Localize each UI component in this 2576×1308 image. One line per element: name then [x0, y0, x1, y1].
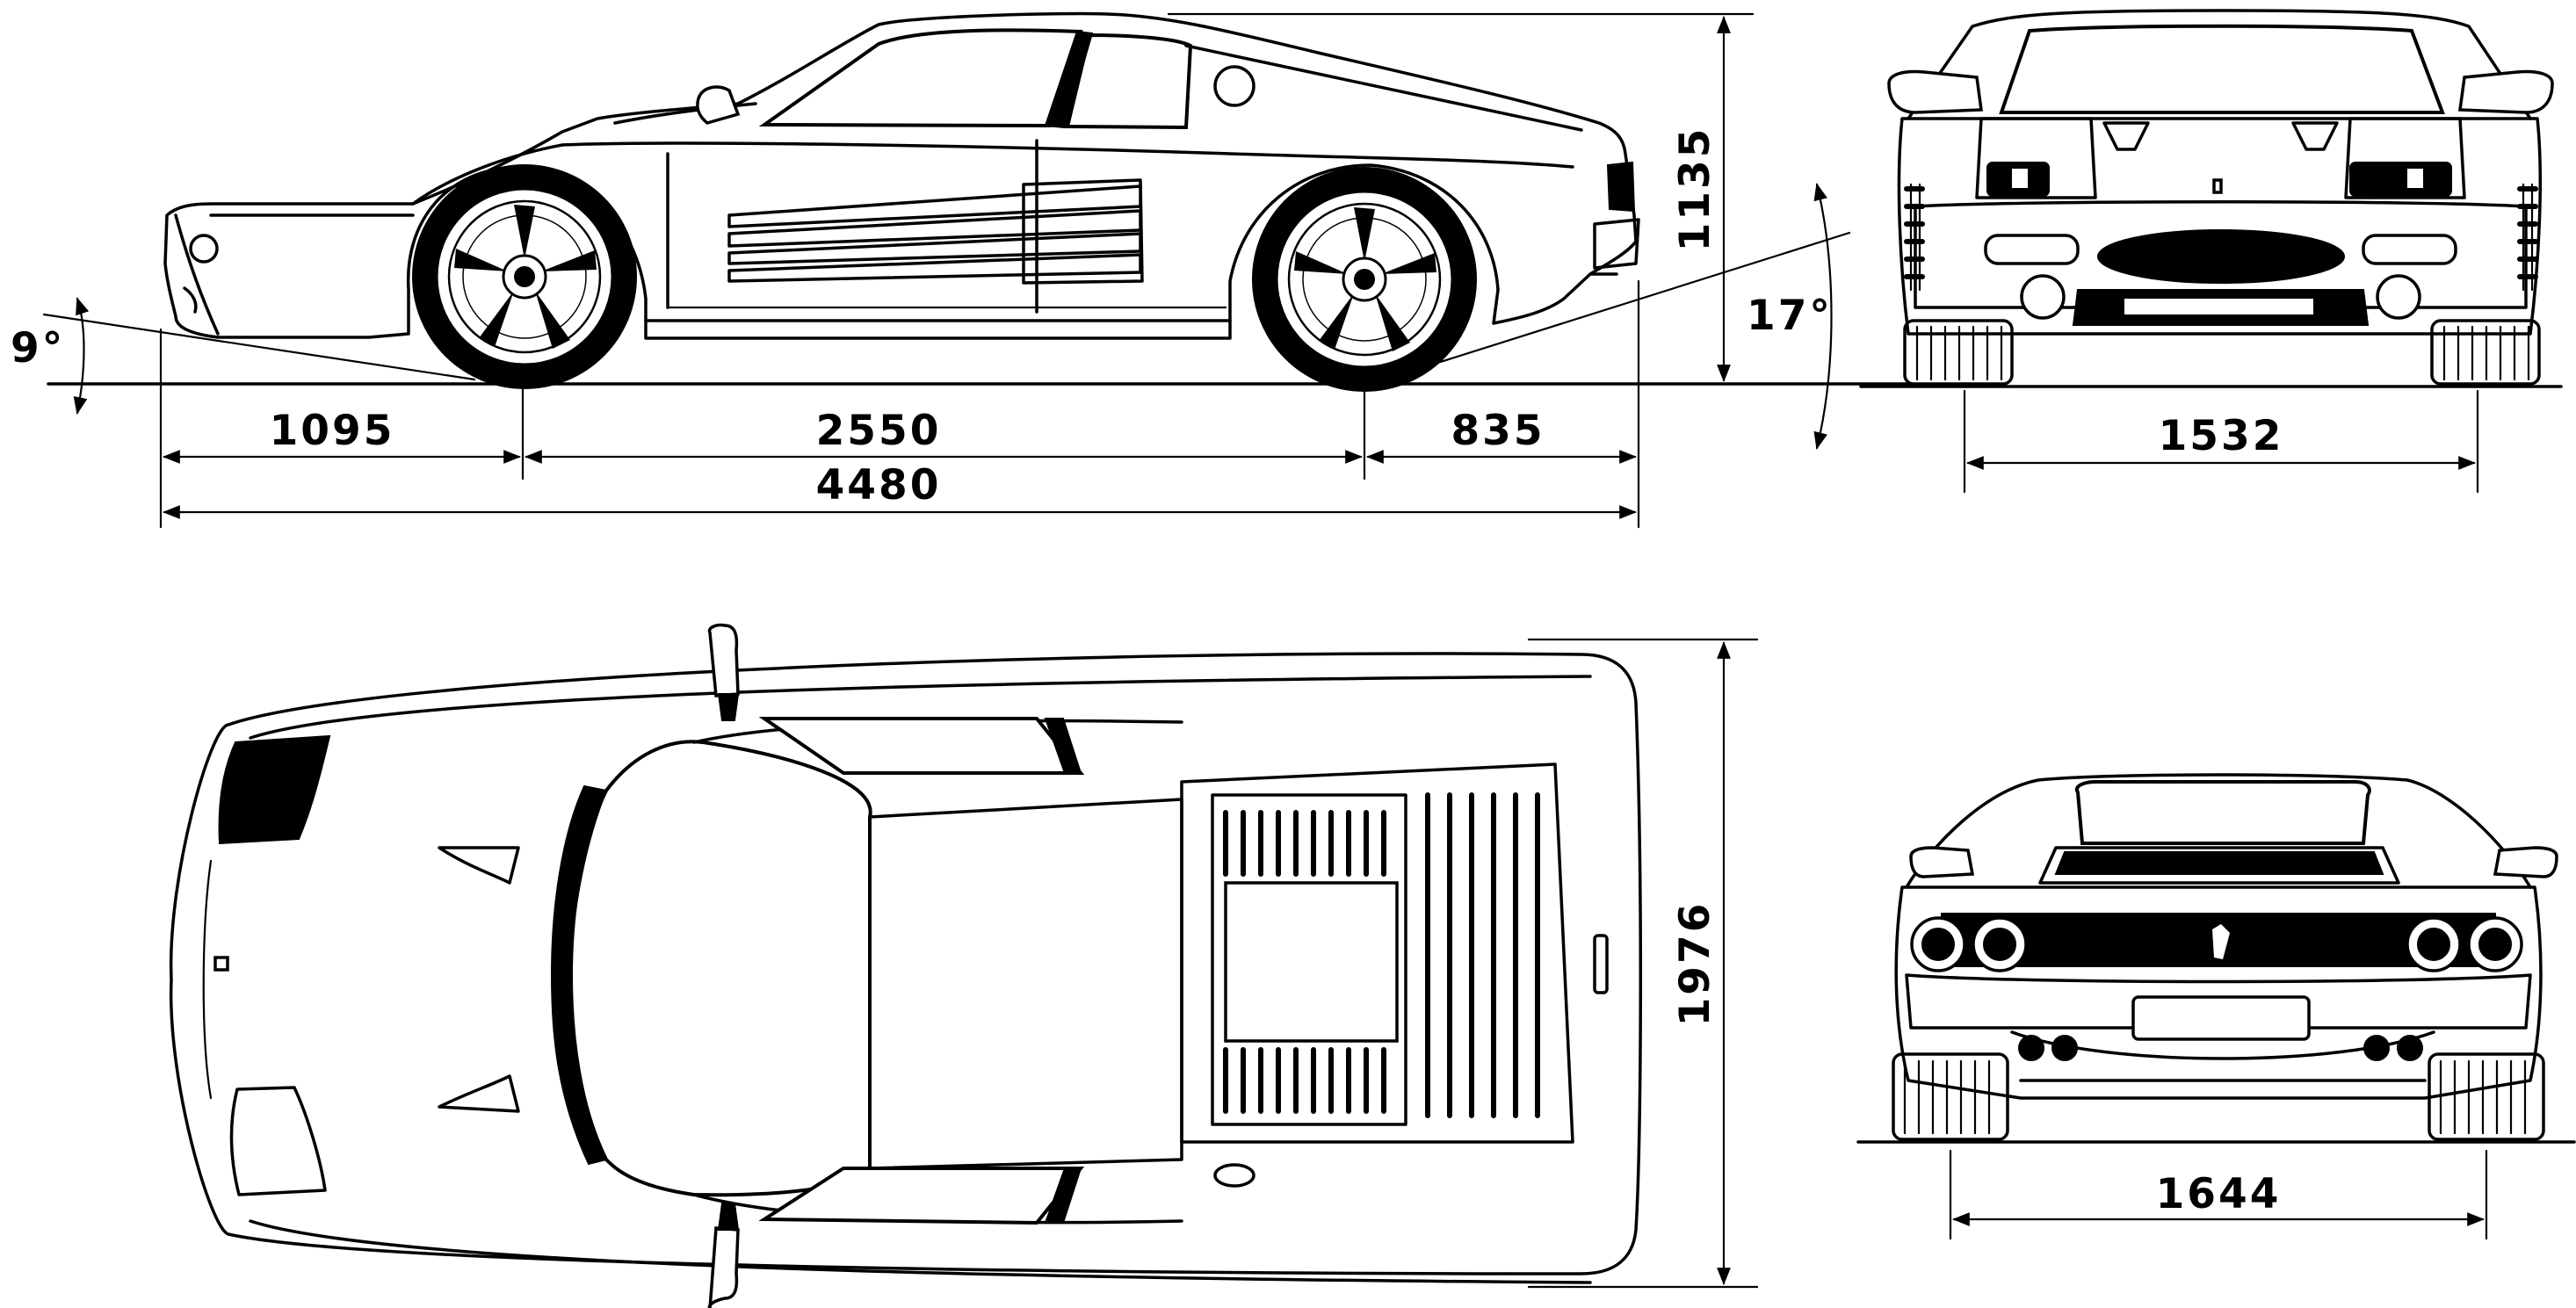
rear-tires [1892, 1052, 2545, 1141]
side-strakes [727, 178, 1144, 285]
side-view [42, 11, 1974, 394]
front-track-label: 1532 [2159, 412, 2284, 460]
front-overhang-label: 1095 [270, 407, 395, 455]
front-tires [1903, 319, 2541, 386]
engine-cover-slats [1223, 792, 1540, 1118]
rear-view [1856, 773, 2576, 1144]
height-label: 1135 [1671, 126, 1719, 252]
approach-angle-label: 9° [11, 324, 65, 372]
front-dimensions: 1532 [1963, 389, 2479, 494]
rear-dimensions: 1644 [1949, 1149, 2488, 1240]
length-label: 4480 [816, 461, 942, 509]
departure-angle-label: 17° [1747, 292, 1833, 340]
top-dimensions: 1976 [1527, 638, 1759, 1289]
rear-track-label: 1644 [2156, 1170, 2282, 1218]
rear-overhang-label: 835 [1451, 407, 1545, 455]
front-view [1859, 9, 2563, 388]
side-dimensions: 1095 2550 835 4480 1135 9° 17° [11, 12, 1833, 529]
wheelbase-label: 2550 [816, 407, 942, 455]
width-label: 1976 [1671, 901, 1719, 1027]
top-view [169, 623, 1643, 1308]
